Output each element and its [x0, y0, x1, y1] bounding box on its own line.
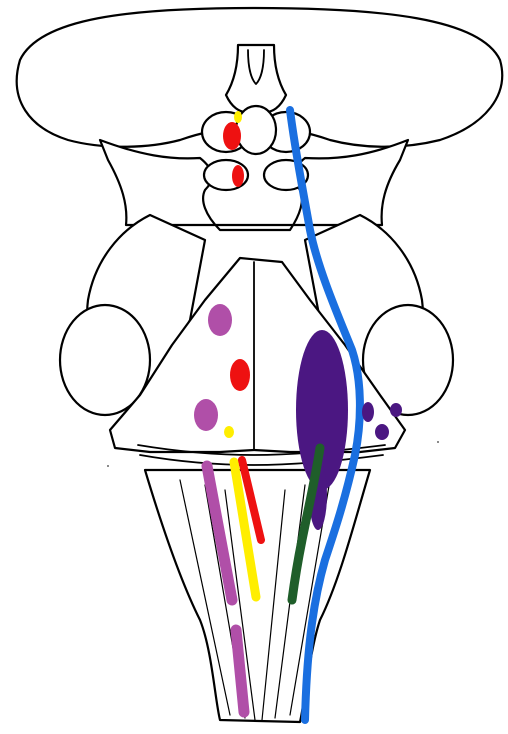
purple-small-dot-1 [375, 424, 389, 440]
obex-band-2 [140, 455, 383, 465]
magenta-spot-1 [208, 304, 232, 336]
yellow-dot-floor [224, 426, 234, 438]
purple-small-dot-2 [390, 403, 402, 417]
central-body [236, 106, 276, 154]
red-nucleus-upper [223, 122, 241, 150]
red-nucleus-lower [232, 165, 244, 187]
yellow-dot-upper [234, 111, 242, 123]
red-dot-floor [230, 359, 250, 391]
magenta-spot-2 [194, 399, 218, 431]
purple-small-dot-3 [362, 402, 374, 422]
